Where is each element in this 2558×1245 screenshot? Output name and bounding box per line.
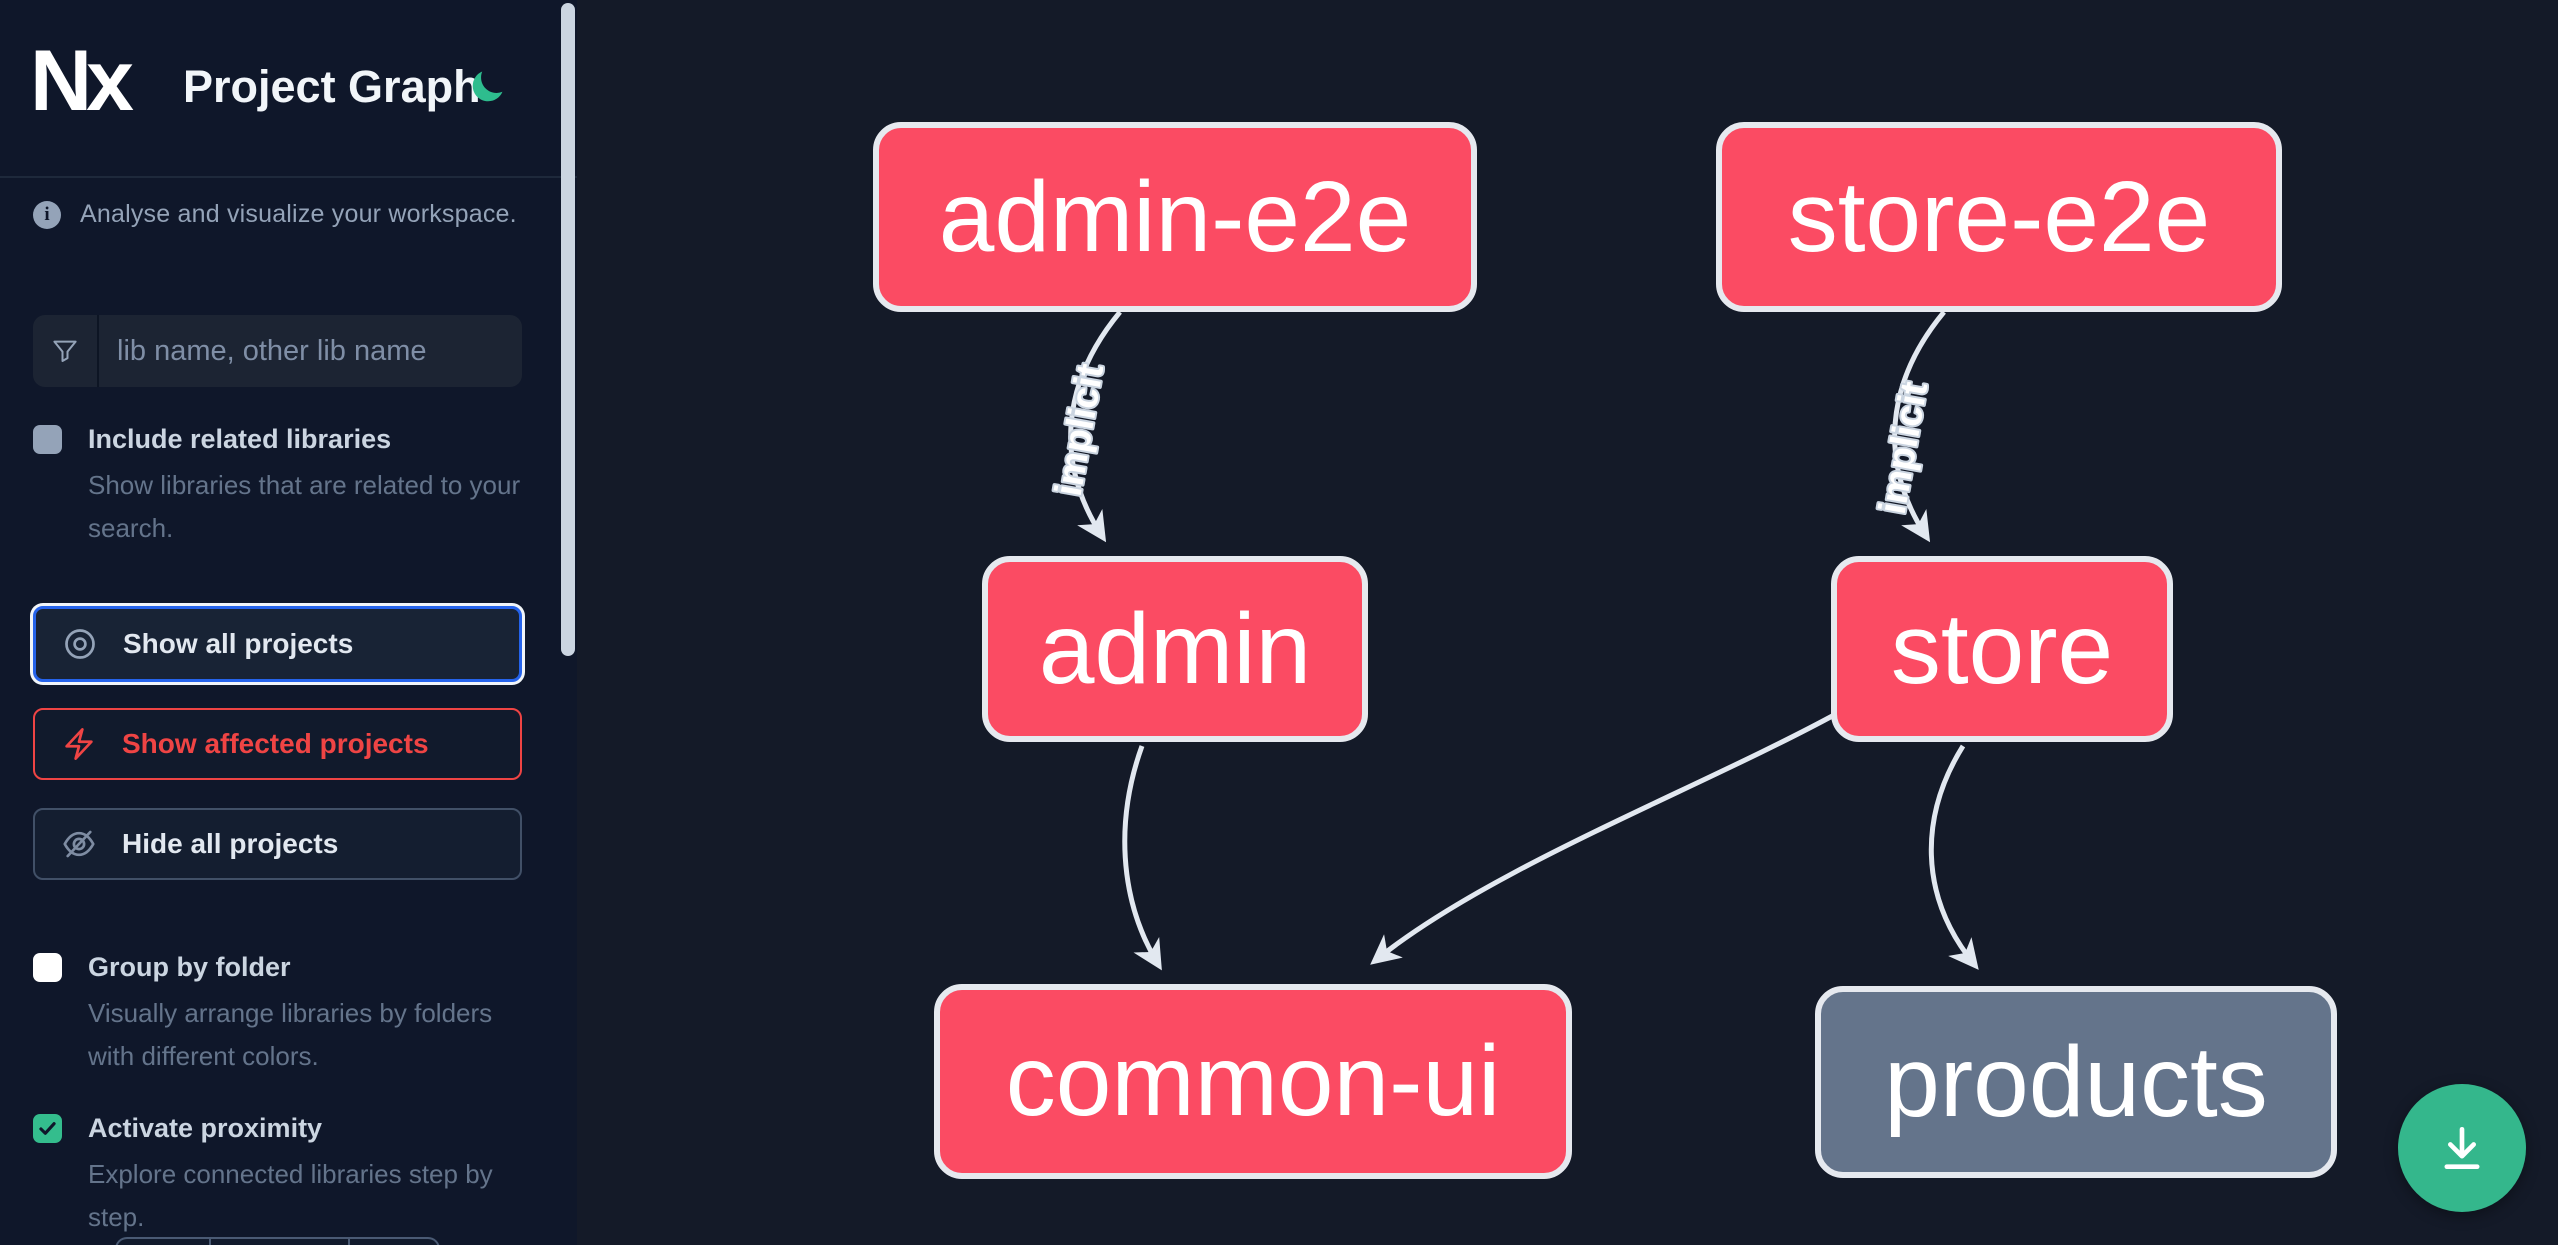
node-store-e2e[interactable]: store-e2e <box>1716 122 2282 312</box>
proximity-label[interactable]: Activate proximity <box>88 1113 323 1143</box>
tagline-text: Analyse and visualize your workspace. <box>80 200 517 228</box>
group-by-folder-description: Visually arrange libraries by folders wi… <box>88 998 493 1071</box>
edge-admin-common-ui <box>1122 745 1162 971</box>
sidebar: Nx Project Graph i Analyse and visualize… <box>0 0 577 1245</box>
group-by-folder-setting: Group by folder Visually arrange librari… <box>33 951 533 1078</box>
search-input[interactable] <box>99 315 522 387</box>
download-icon <box>2434 1120 2490 1176</box>
hide-all-projects-label: Hide all projects <box>122 828 339 859</box>
proximity-description: Explore connected libraries step by step… <box>88 1159 493 1232</box>
edge-label-implicit: implicit <box>1048 361 1113 500</box>
show-affected-projects-label: Show affected projects <box>122 728 429 759</box>
include-related-description: Show libraries that are related to your … <box>88 470 521 543</box>
moon-icon <box>468 68 506 106</box>
stepper-decrement[interactable] <box>117 1239 211 1245</box>
page-title: Project Graph <box>183 61 481 112</box>
edge-store-products <box>1928 744 1979 970</box>
filter-icon <box>33 315 99 387</box>
show-affected-projects-button[interactable]: Show affected projects <box>33 708 522 780</box>
search-box <box>33 315 522 387</box>
include-related-label[interactable]: Include related libraries <box>88 424 392 454</box>
info-icon: i <box>33 200 61 229</box>
edge-label-implicit: implicit <box>1872 379 1937 518</box>
node-admin[interactable]: admin <box>982 556 1368 742</box>
edge-store-common-ui <box>1370 711 1838 965</box>
edges-layer: implicit implicit <box>1046 310 1979 971</box>
stepper-increment[interactable] <box>350 1239 438 1245</box>
show-all-projects-label: Show all projects <box>123 628 354 659</box>
stepper-value <box>211 1239 350 1245</box>
node-common-ui[interactable]: common-ui <box>934 984 1572 1179</box>
graph-canvas[interactable]: implicit implicit admin-e2e store-e2e ad… <box>577 0 2558 1245</box>
hide-all-projects-button[interactable]: Hide all projects <box>33 808 522 880</box>
download-image-button[interactable] <box>2398 1084 2526 1212</box>
header-divider <box>0 176 577 178</box>
include-related-setting: Include related libraries Show libraries… <box>33 423 533 550</box>
bolt-icon <box>61 726 97 762</box>
edge-store-e2e-store <box>1892 310 1946 543</box>
node-store[interactable]: store <box>1831 556 2173 742</box>
node-products[interactable]: products <box>1815 986 2337 1178</box>
group-by-folder-checkbox[interactable] <box>33 953 62 982</box>
sidebar-scrollbar[interactable] <box>561 3 575 656</box>
eye-off-icon <box>61 826 97 862</box>
include-related-checkbox[interactable] <box>33 425 62 454</box>
group-by-folder-label[interactable]: Group by folder <box>88 952 291 982</box>
node-admin-e2e[interactable]: admin-e2e <box>873 122 1477 312</box>
theme-toggle-button[interactable] <box>458 58 516 116</box>
workspace-info: i Analyse and visualize your workspace. <box>33 200 533 229</box>
proximity-checkbox[interactable] <box>33 1114 62 1143</box>
proximity-stepper[interactable] <box>115 1237 440 1245</box>
proximity-setting: Activate proximity Explore connected lib… <box>33 1112 533 1239</box>
check-icon <box>39 1122 56 1135</box>
show-all-projects-button[interactable]: Show all projects <box>33 606 522 682</box>
eye-icon <box>62 626 98 662</box>
nx-logo: Nx <box>30 33 134 129</box>
edge-admin-e2e-admin <box>1068 310 1122 543</box>
